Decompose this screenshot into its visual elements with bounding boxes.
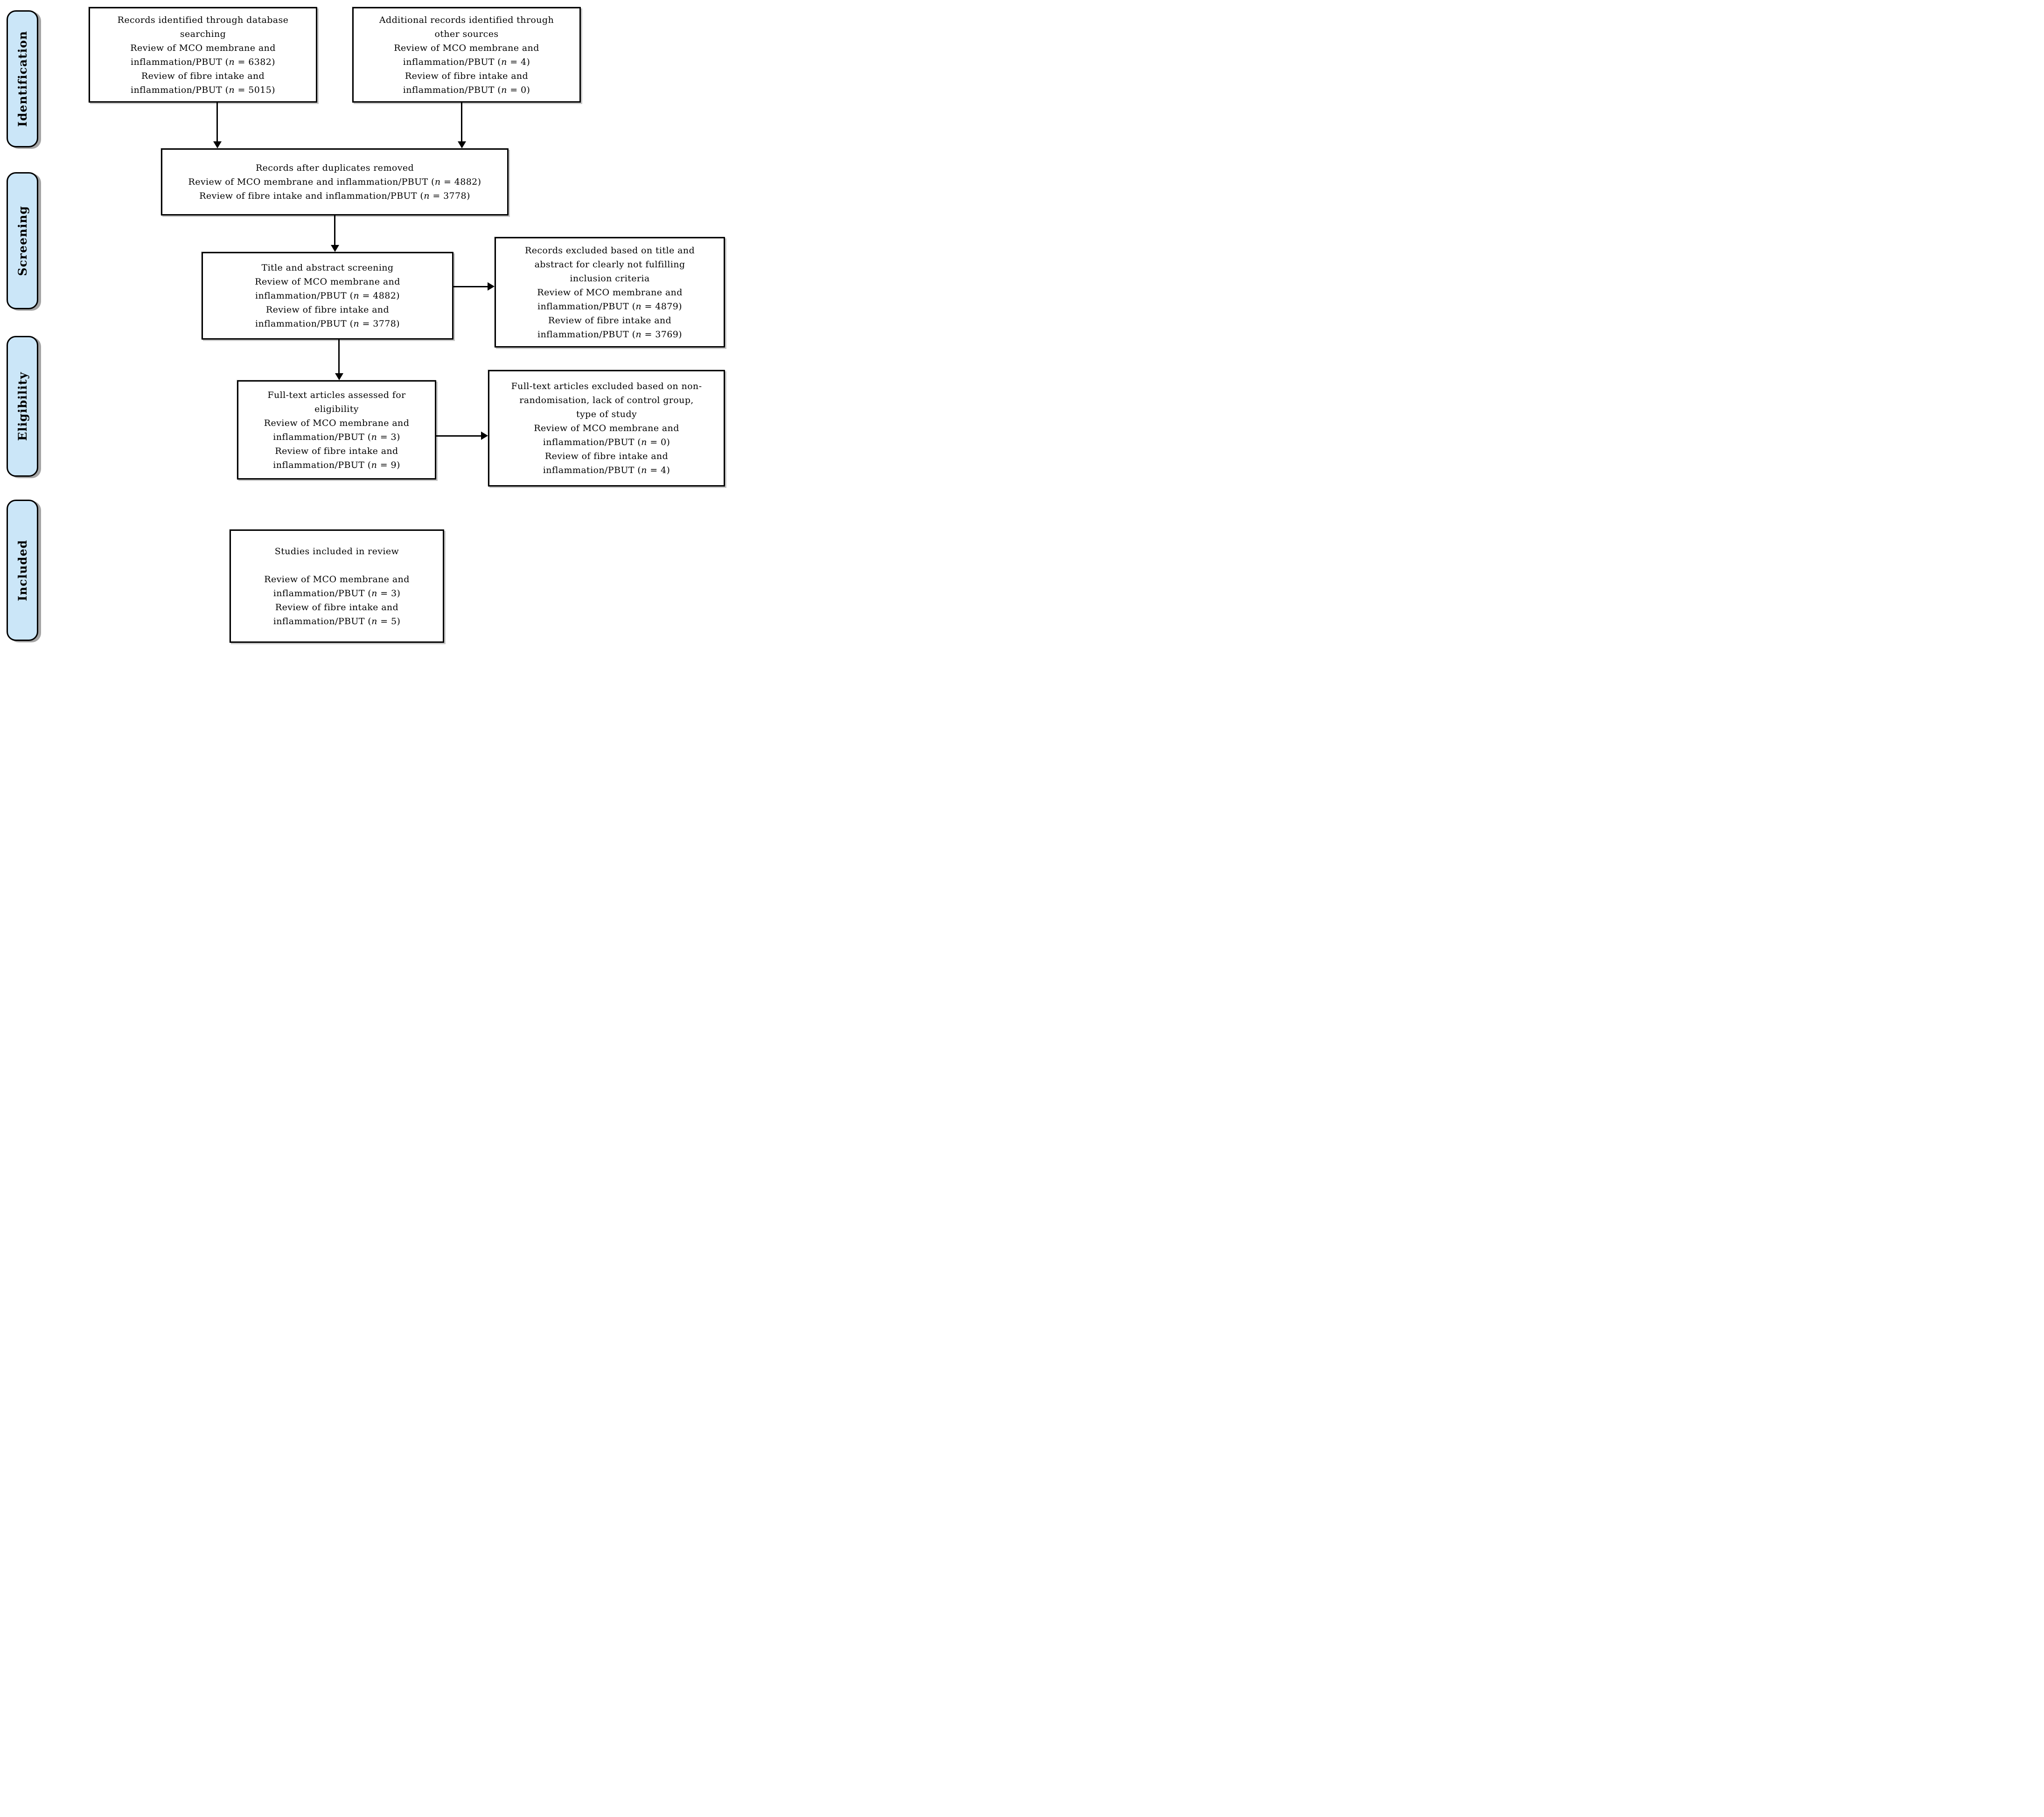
box-text-line: inflammation/PBUT (n = 5015) <box>131 84 275 95</box>
box-text-line: abstract for clearly not fulfilling <box>534 259 685 270</box>
box-text: Records identified through database searc… <box>90 13 316 97</box>
box-text-line: inflammation/PBUT (n = 6382) <box>131 56 275 67</box>
arrow-screening-to-fulltext-line <box>338 340 340 374</box>
box-text-line: eligibility <box>314 404 359 414</box>
box-records-excluded-title-abstract: Records excluded based on title and abstr… <box>495 237 725 348</box>
box-text-line: randomisation, lack of control group, <box>519 395 694 405</box>
box-text-line: Review of fibre intake and <box>275 446 398 456</box>
arrow-screening-to-excluded-line <box>453 286 488 287</box>
arrow-database-to-duplicates-head-icon <box>213 141 222 148</box>
box-text-line: Review of fibre intake and <box>544 451 669 461</box>
box-text-line: other sources <box>434 28 499 39</box>
stage-label-identification: Identification <box>7 10 38 147</box>
box-text-line: inflammation/PBUT (n = 4879) <box>537 301 682 312</box>
box-text-line: inflammation/PBUT (n = 3) <box>273 588 401 599</box>
arrow-duplicates-to-screening-head-icon <box>331 245 339 252</box>
box-fulltext-excluded: Full-text articles excluded based on non… <box>488 370 725 487</box>
stage-label-text: Identification <box>15 31 29 127</box>
stage-label-text: Screening <box>15 205 29 276</box>
box-text-line: Additional records identified through <box>379 14 554 25</box>
box-fulltext-assessed-eligibility: Full-text articles assessed for eligibili… <box>237 380 436 480</box>
stage-label-eligibility: Eligibility <box>7 336 38 477</box>
arrow-fulltext-to-excluded-line <box>436 435 482 437</box>
box-studies-included-review: Studies included in review Review of MCO… <box>230 529 444 643</box>
box-text-line: Review of fibre intake and inflammation/… <box>199 191 470 201</box>
box-text: Full-text articles assessed for eligibili… <box>238 388 435 472</box>
box-text-line: Review of fibre intake and <box>265 305 390 315</box>
box-text: Full-text articles excluded based on non… <box>489 379 724 477</box>
box-text-line: Review of MCO membrane and <box>264 418 410 428</box>
box-text-line: Full-text articles excluded based on non… <box>511 381 702 391</box>
box-records-identified-database: Records identified through database searc… <box>89 7 317 103</box>
box-text-line: inflammation/PBUT (n = 4) <box>403 56 530 67</box>
box-text-line: Review of MCO membrane and <box>534 423 679 433</box>
box-text-line: inflammation/PBUT (n = 5) <box>273 616 401 627</box>
stage-label-included: Included <box>7 500 38 641</box>
box-text-line: Records identified through database <box>117 14 289 25</box>
box-text-line <box>231 558 443 572</box>
box-text-line: Review of fibre intake and <box>275 602 399 613</box>
box-text-line: inflammation/PBUT (n = 3) <box>273 432 400 442</box>
box-text-line: Review of MCO membrane and <box>394 42 539 53</box>
box-text-line: inflammation/PBUT (n = 0) <box>403 84 530 95</box>
stage-label-text: Eligibility <box>15 371 29 441</box>
box-text-line: inflammation/PBUT (n = 4882) <box>255 291 400 301</box>
box-text-line: Review of fibre intake and <box>141 70 265 81</box>
box-text-line: Studies included in review <box>274 546 399 557</box>
box-text-line: Records excluded based on title and <box>524 245 695 256</box>
box-text-line: inflammation/PBUT (n = 4) <box>543 465 670 475</box>
box-text-line: Review of MCO membrane and <box>130 42 276 53</box>
arrow-other-sources-to-duplicates-line <box>461 103 462 142</box>
box-text-line: type of study <box>576 409 637 419</box>
arrow-fulltext-to-excluded-head-icon <box>481 432 488 440</box>
box-text: Additional records identified through oth… <box>354 13 579 97</box>
box-additional-records-other-sources: Additional records identified through oth… <box>352 7 581 103</box>
box-text-line: inclusion criteria <box>570 273 650 284</box>
arrow-screening-to-excluded-head-icon <box>488 282 495 291</box>
box-text-line: Review of fibre intake and <box>405 70 529 81</box>
box-text-line: inflammation/PBUT (n = 9) <box>273 459 400 470</box>
box-text-line: inflammation/PBUT (n = 0) <box>543 437 670 447</box>
box-text-line: Title and abstract screening <box>261 263 394 273</box>
box-text-line: Review of fibre intake and <box>548 315 672 326</box>
prisma-flow-diagram: Identification Screening Eligibility Inc… <box>0 0 732 650</box>
arrow-other-sources-to-duplicates-head-icon <box>458 141 466 148</box>
arrow-duplicates-to-screening-line <box>334 216 335 245</box>
box-text-line: Review of MCO membrane and inflammation/… <box>188 177 481 187</box>
arrow-screening-to-fulltext-head-icon <box>335 373 343 380</box>
box-text-line: Review of MCO membrane and <box>537 287 683 298</box>
box-text: Studies included in review Review of MCO… <box>231 544 443 628</box>
box-text-line: inflammation/PBUT (n = 3769) <box>537 329 682 340</box>
stage-label-screening: Screening <box>7 172 38 309</box>
box-text-line: searching <box>180 28 226 39</box>
box-text-line: Records after duplicates removed <box>255 163 414 173</box>
box-text-line: Full-text articles assessed for <box>267 390 406 400</box>
arrow-database-to-duplicates-line <box>216 103 218 142</box>
box-text-line: Review of MCO membrane and <box>264 574 410 585</box>
box-text-line: Review of MCO membrane and <box>255 277 400 287</box>
box-text: Records excluded based on title and abstr… <box>496 244 724 341</box>
stage-label-text: Included <box>15 539 29 601</box>
box-text-line: inflammation/PBUT (n = 3778) <box>255 319 400 329</box>
